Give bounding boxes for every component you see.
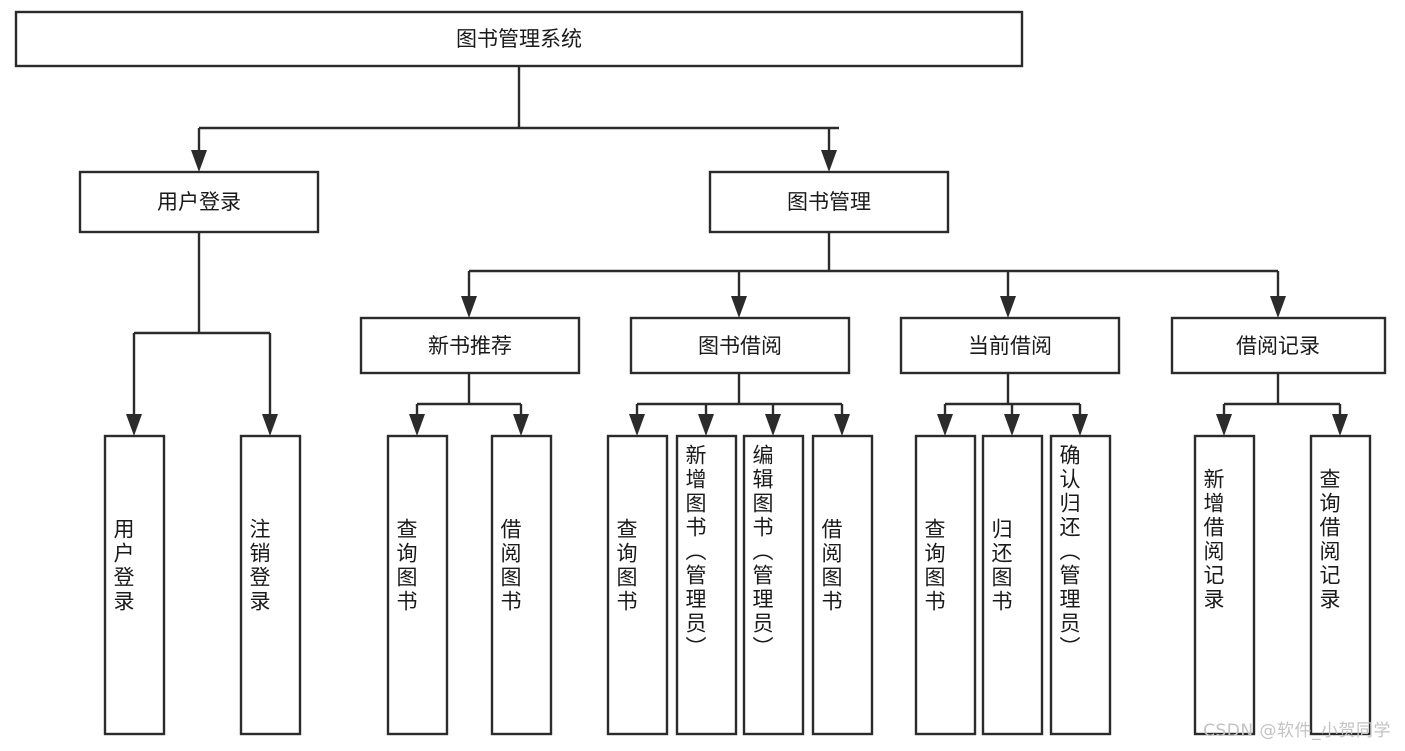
arrow-leaf-user-login — [126, 414, 142, 436]
leaf-box-add-record[interactable] — [1193, 434, 1256, 736]
node-borrow-record-box[interactable] — [1170, 316, 1387, 375]
connector-group — [126, 66, 1348, 436]
node-new-book-recommend[interactable]: 新书推荐 — [359, 316, 581, 375]
node-root-label: 图书管理系统 — [456, 27, 582, 51]
node-current-borrow-label: 当前借阅 — [968, 334, 1052, 358]
node-root[interactable]: 图书管理系统 — [14, 10, 1024, 68]
node-book-manage-box[interactable] — [708, 170, 950, 234]
arrow-leaf-edit-book — [765, 414, 781, 436]
arrow-to-current-borrow — [1000, 296, 1016, 318]
leaf-box-return-book[interactable] — [981, 434, 1044, 736]
node-user-login-label: 用户登录 — [157, 190, 241, 214]
arrow-to-book-borrow — [731, 296, 747, 318]
arrow-leaf-query-book-1 — [409, 414, 425, 436]
node-book-borrow-label: 图书借阅 — [698, 334, 782, 358]
node-book-borrow-box[interactable] — [629, 316, 851, 375]
arrow-leaf-query-record — [1332, 414, 1348, 436]
arrow-leaf-borrow-book-1 — [513, 414, 529, 436]
arrow-to-new-book — [461, 296, 477, 318]
node-current-borrow[interactable]: 当前借阅 — [899, 316, 1121, 375]
leaf-box-user-logout[interactable] — [239, 434, 302, 736]
leaf-box-user-login[interactable] — [103, 434, 166, 736]
leaf-box-add-book[interactable] — [675, 434, 738, 736]
leaf-box-query-book-2[interactable] — [606, 434, 669, 736]
node-book-manage-label: 图书管理 — [787, 190, 871, 214]
node-borrow-record-label: 借阅记录 — [1236, 334, 1320, 358]
arrow-leaf-query-book-3 — [937, 414, 953, 436]
leaf-box-confirm-return[interactable] — [1049, 434, 1112, 736]
arrow-to-user-login — [191, 150, 207, 172]
arrow-to-borrow-record — [1270, 296, 1286, 318]
leaf-box-query-record[interactable] — [1309, 434, 1372, 736]
arrow-leaf-query-book-2 — [629, 414, 645, 436]
node-user-login[interactable]: 用户登录 — [78, 170, 320, 234]
csdn-watermark: CSDN @软件_小贺同学 — [1203, 721, 1391, 741]
node-user-login-box[interactable] — [78, 170, 320, 234]
leaf-box-borrow-book-2[interactable] — [811, 434, 874, 736]
node-book-manage[interactable]: 图书管理 — [708, 170, 950, 234]
arrow-to-book-manage — [821, 150, 837, 172]
leaf-box-borrow-book-1[interactable] — [490, 434, 553, 736]
leaf-box-query-book-3[interactable] — [914, 434, 977, 736]
node-new-book-recommend-box[interactable] — [359, 316, 581, 375]
node-root-box[interactable] — [14, 10, 1024, 68]
arrow-leaf-add-record — [1216, 414, 1232, 436]
arrow-leaf-return-book — [1004, 414, 1020, 436]
leaf-box-edit-book[interactable] — [742, 434, 805, 736]
node-borrow-record[interactable]: 借阅记录 — [1170, 316, 1387, 375]
leaf-node-group — [103, 434, 1372, 736]
arrow-leaf-user-logout — [262, 414, 278, 436]
node-new-book-recommend-label: 新书推荐 — [428, 334, 512, 358]
arrow-leaf-borrow-book-2 — [834, 414, 850, 436]
leaf-box-query-book-1[interactable] — [386, 434, 449, 736]
arrow-leaf-add-book — [698, 414, 714, 436]
arrow-leaf-confirm-return — [1072, 414, 1088, 436]
node-current-borrow-box[interactable] — [899, 316, 1121, 375]
node-book-borrow[interactable]: 图书借阅 — [629, 316, 851, 375]
